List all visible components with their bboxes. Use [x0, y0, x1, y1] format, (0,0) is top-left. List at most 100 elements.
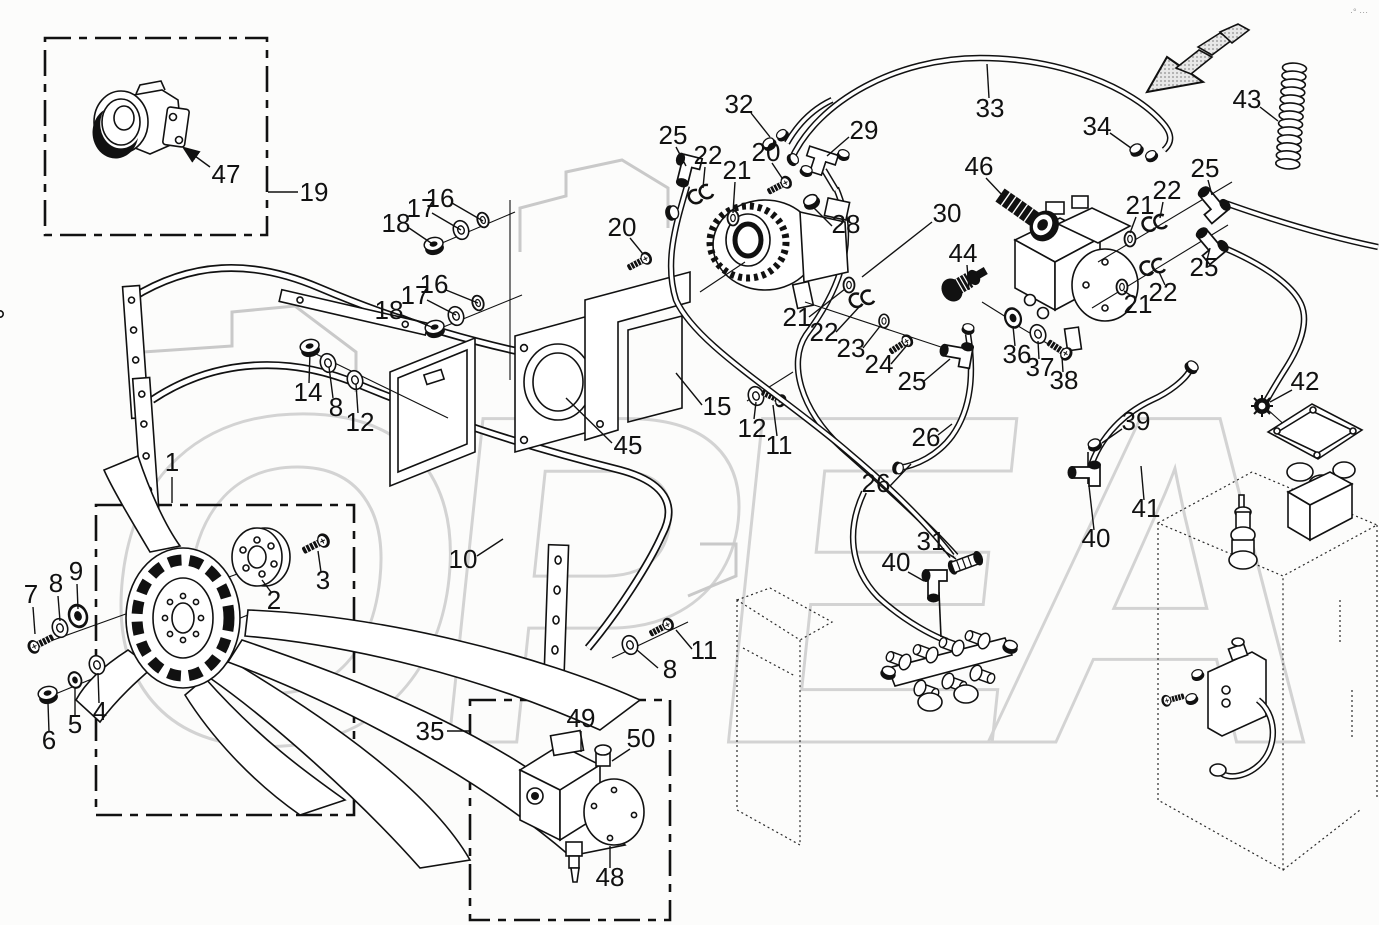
part-label-19: 19: [300, 177, 329, 207]
part-label-25: 25: [659, 120, 688, 150]
leader-line-25: [675, 146, 687, 167]
nut-28: [799, 191, 824, 214]
leader-line-20: [771, 162, 783, 179]
part-label-48: 48: [596, 862, 625, 892]
part-label-22: 22: [1153, 175, 1182, 205]
part-label-40: 40: [882, 547, 911, 577]
part-label-29: 29: [850, 115, 879, 145]
frame-assembly: [0, 200, 691, 697]
part-label-8: 8: [49, 568, 63, 598]
part-label-8: 8: [329, 392, 343, 422]
leader-line-28: [812, 206, 833, 227]
part-label-20: 20: [752, 137, 781, 167]
leader-line-34: [1109, 132, 1132, 149]
leader-line-11: [772, 404, 778, 437]
part-label-21: 21: [1124, 289, 1153, 319]
leader-line-29: [826, 136, 850, 157]
leader-line-33: [986, 63, 990, 99]
part-label-4: 4: [93, 696, 107, 726]
leader-line-17: [431, 212, 462, 231]
part-label-28: 28: [832, 209, 861, 239]
part-label-25: 25: [1191, 153, 1220, 183]
leader-line-21: [808, 288, 846, 318]
part-label-17: 17: [407, 193, 436, 223]
inset-box-19: [43, 36, 269, 237]
leader-line-42: [1269, 389, 1293, 403]
part-label-18: 18: [375, 295, 404, 325]
part-label-10: 10: [449, 544, 478, 574]
coolant-pump-motor: [699, 196, 851, 310]
part-label-15: 15: [703, 391, 732, 421]
leader-line-46: [985, 177, 1004, 197]
part-label-26: 26: [912, 422, 941, 452]
leader-line-3: [317, 550, 322, 573]
bolt-7: [24, 630, 57, 657]
direction-arrow-icon: [1145, 23, 1251, 94]
part-label-47: 47: [212, 159, 241, 189]
leader-line-21: [1129, 216, 1137, 234]
part-label-35: 35: [416, 716, 445, 746]
part-label-6: 6: [42, 725, 56, 755]
washer-5: [65, 669, 85, 691]
leader-line-20: [629, 237, 644, 255]
leader-line-10: [476, 538, 504, 557]
part-label-5: 5: [68, 709, 82, 739]
tank-pump: [1228, 403, 1364, 570]
part-label-16: 16: [420, 269, 449, 299]
leader-line-26: [889, 463, 912, 487]
part-label-40: 40: [1082, 523, 1111, 553]
nut-42: [1251, 395, 1273, 417]
leader-line-22: [1158, 271, 1166, 286]
part-label-24: 24: [865, 349, 894, 379]
leader-line-26: [937, 423, 953, 436]
leader-line-12: [355, 383, 359, 414]
watermark-fragment: [518, 158, 670, 252]
part-label-21: 21: [783, 302, 812, 332]
leader-line-30: [861, 221, 933, 278]
leader-line-2: [261, 579, 272, 593]
part-label-7: 7: [24, 579, 38, 609]
part-label-16: 16: [426, 183, 455, 213]
part-label-36: 36: [1003, 339, 1032, 369]
leader-line-21: [1123, 290, 1134, 298]
part-label-12: 12: [346, 407, 375, 437]
elbow-25: [1189, 179, 1234, 226]
leader-line-11: [675, 629, 693, 650]
leader-line-43: [1259, 106, 1279, 122]
leader-line-31: [942, 549, 957, 560]
part-label-39: 39: [1122, 406, 1151, 436]
part-label-2: 2: [267, 585, 281, 615]
bracket-15: [0, 270, 691, 442]
leader-line-24: [890, 343, 909, 365]
leader-line-36: [1012, 325, 1016, 347]
leader-line-8: [57, 595, 61, 622]
tank-valve: [1159, 637, 1277, 780]
part-label-34: 34: [1083, 111, 1112, 141]
part-label-50: 50: [627, 723, 656, 753]
leader-line-39: [1101, 428, 1123, 444]
part-label-25: 25: [1190, 252, 1219, 282]
leader-line-9: [76, 583, 79, 610]
part-label-30: 30: [933, 198, 962, 228]
part-label-22: 22: [694, 140, 723, 170]
part-label-25: 25: [898, 366, 927, 396]
leader-line-47: [181, 146, 211, 168]
tandem-pump: [941, 140, 1234, 364]
part-label-49: 49: [567, 703, 596, 733]
part-label-44: 44: [949, 238, 978, 268]
leader-line-22: [1159, 201, 1164, 219]
leader-line-25: [1207, 179, 1213, 196]
leader-line-25: [1206, 247, 1211, 261]
part-label-32: 32: [725, 89, 754, 119]
part-label-9: 9: [69, 556, 83, 586]
part-label-22: 22: [1149, 277, 1178, 307]
part-label-31: 31: [917, 526, 946, 556]
ring-21: [842, 276, 856, 294]
leader-line-44: [966, 264, 970, 291]
leader-line-37: [1037, 340, 1040, 360]
part-label-26: 26: [862, 468, 891, 498]
leader-line-25: [923, 358, 951, 382]
nut-34: [1126, 140, 1147, 160]
leader-line-4: [97, 672, 100, 704]
